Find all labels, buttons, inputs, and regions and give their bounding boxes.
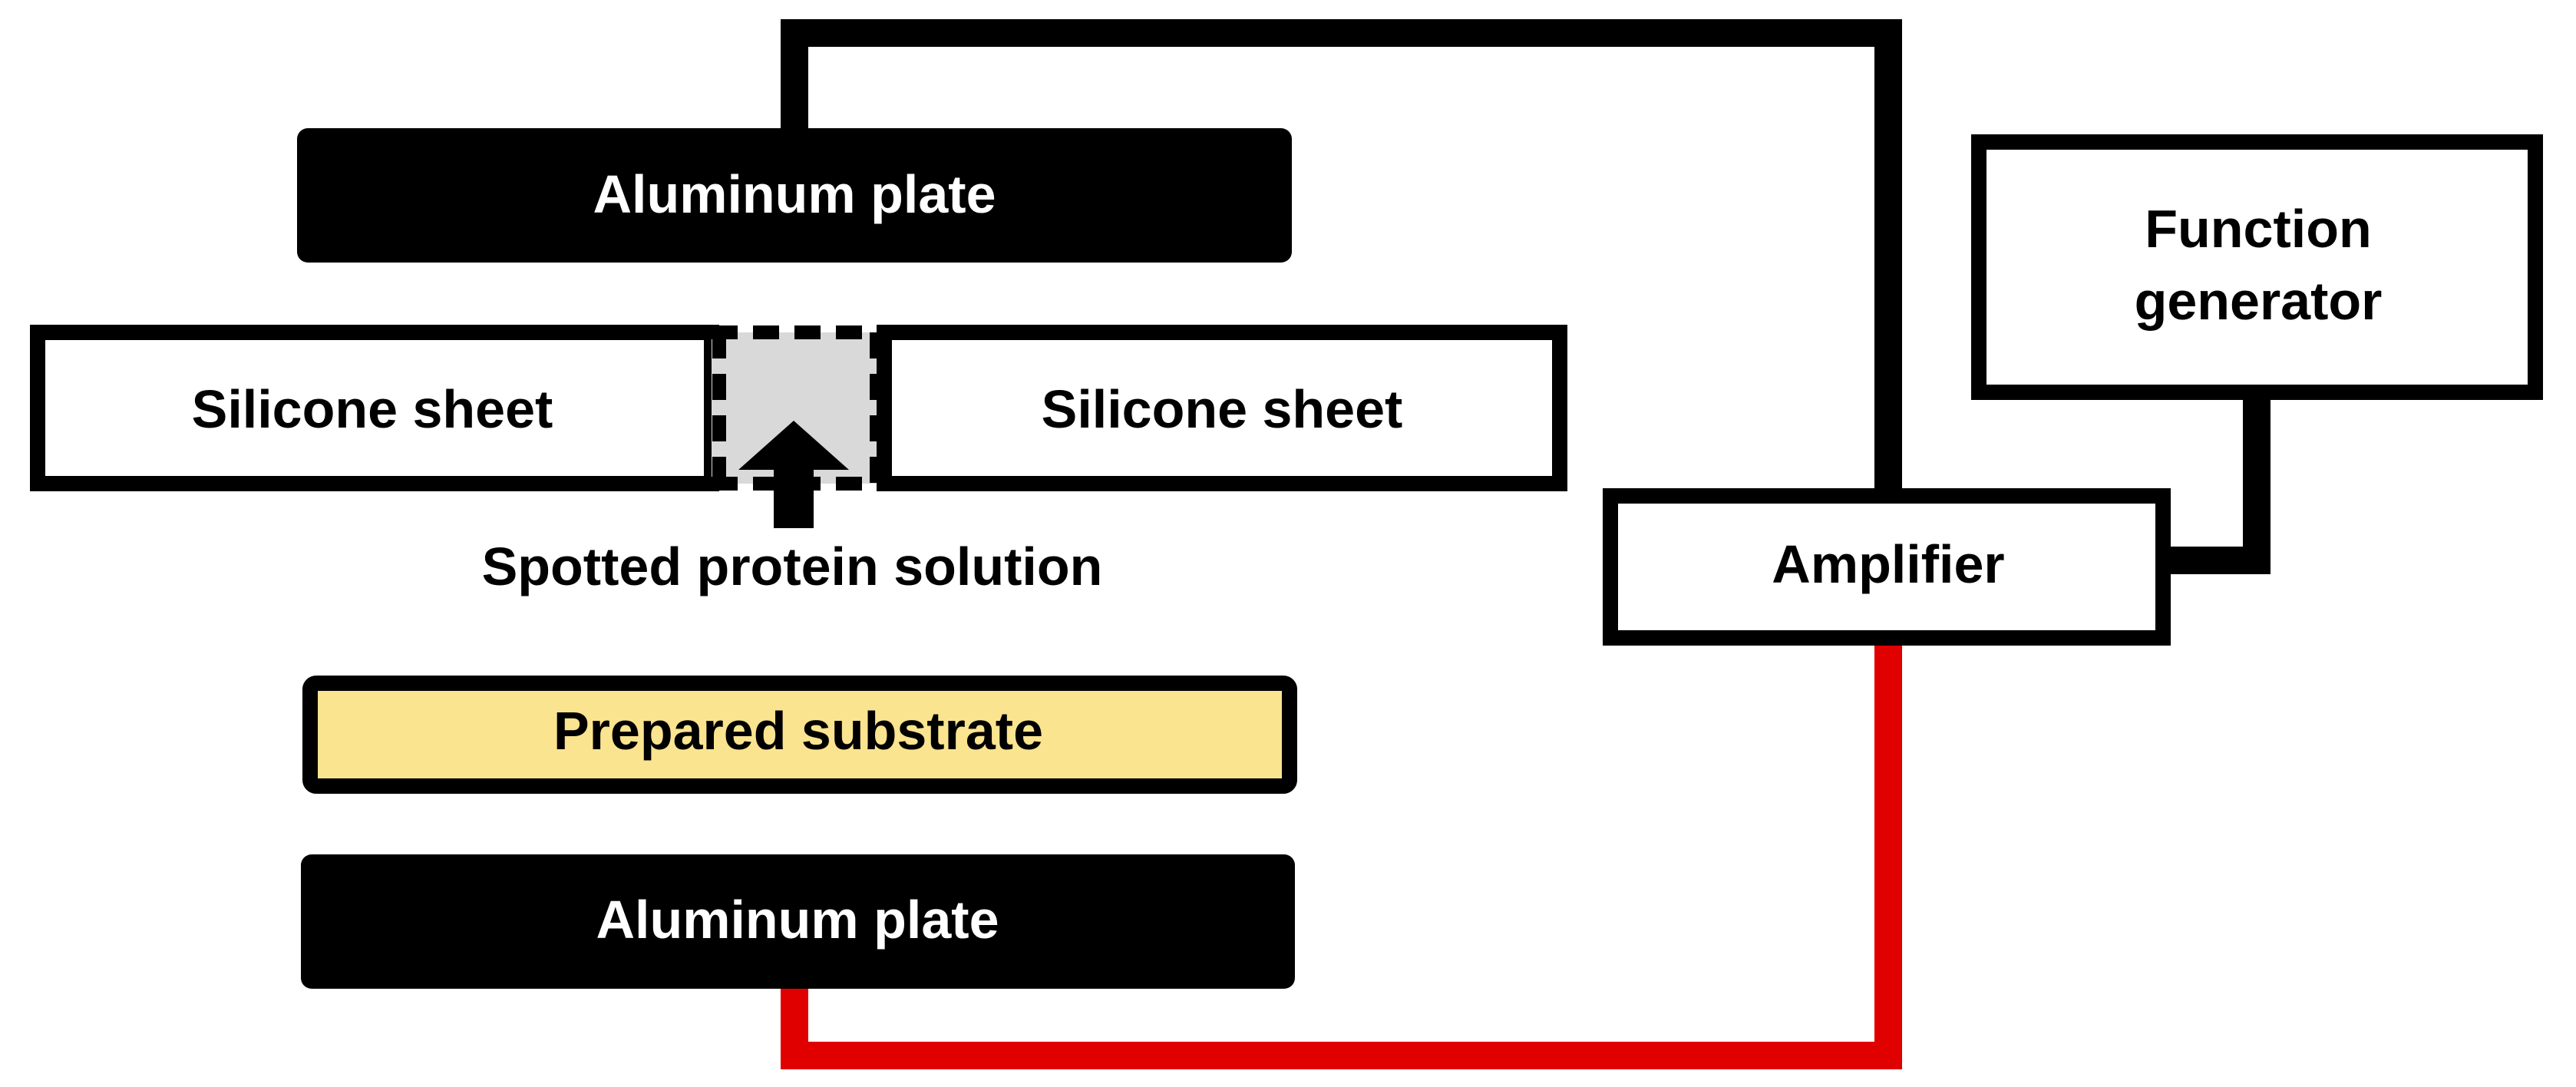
function-generator: Function generator [1971, 134, 2543, 400]
function-generator-label-line2: generator [2135, 271, 2383, 331]
aluminum-plate-top-label: Aluminum plate [593, 164, 996, 224]
prepared-substrate-label: Prepared substrate [553, 701, 1043, 761]
wire-function-generator-to-amplifier [2163, 395, 2271, 574]
amplifier-label: Amplifier [1772, 534, 2004, 594]
prepared-substrate: Prepared substrate [302, 676, 1297, 794]
silicone-sheet-right-label: Silicone sheet [1042, 379, 1403, 439]
wire-bottom-plate-to-amplifier [781, 639, 1902, 1069]
aluminum-plate-bottom-label: Aluminum plate [596, 890, 999, 950]
silicone-sheet-right: Silicone sheet [877, 325, 1567, 491]
wire-top-plate-to-amplifier [781, 19, 1902, 495]
aluminum-plate-top: Aluminum plate [297, 128, 1292, 263]
aluminum-plate-bottom: Aluminum plate [301, 854, 1295, 989]
amplifier: Amplifier [1603, 488, 2171, 646]
arrow-up-icon [738, 421, 849, 528]
spotted-protein-solution-label: Spotted protein solution [482, 537, 1103, 596]
silicone-sheet-left-label: Silicone sheet [192, 379, 553, 439]
function-generator-label-line1: Function [2145, 199, 2371, 259]
silicone-sheet-left: Silicone sheet [30, 325, 719, 491]
